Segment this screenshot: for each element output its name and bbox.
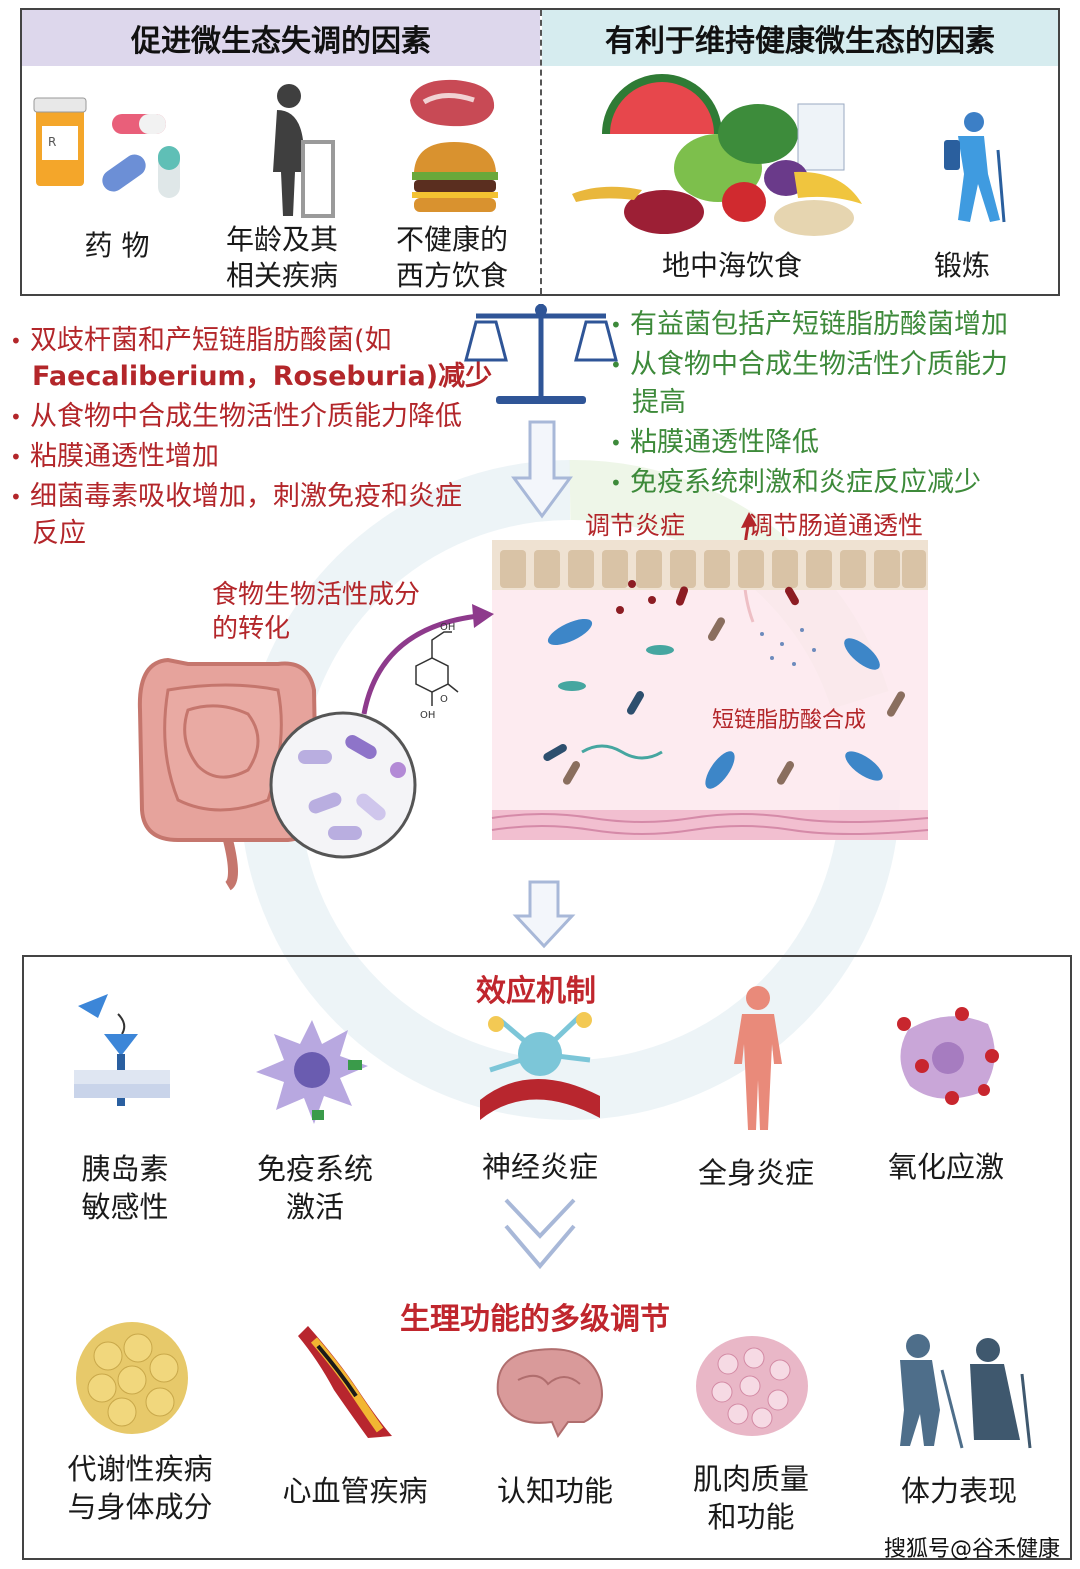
dysbiosis-effect-item-1-cont: Faecaliberium，Roseburia)减少 xyxy=(32,361,493,392)
elderly-person-icon xyxy=(273,84,335,218)
regulate-permeability-label: 调节肠道通透性 xyxy=(748,511,924,540)
healthy-effect-item-2: •从食物中合成生物活性介质能力 xyxy=(610,349,1008,380)
mediterranean-food-icon xyxy=(572,74,862,236)
healthy-effect-item-1: •有益菌包括产短链脂肪酸菌增加 xyxy=(610,309,1008,340)
neuroinflammation-label: 神经炎症 xyxy=(481,1150,598,1184)
bioactive-transformation-label: 食物生物活性成分 的转化 xyxy=(212,580,421,644)
systemic-inflammation-label: 全身炎症 xyxy=(697,1156,814,1190)
source-watermark: 搜狐号@谷禾健康 xyxy=(883,1537,1060,1562)
molecule-structure-icon: OH O OH xyxy=(415,622,459,721)
oh-label-2: OH xyxy=(420,710,435,721)
medicine-icon: R xyxy=(33,97,180,198)
svg-text:R: R xyxy=(48,135,56,149)
medicine-label: 药 物 xyxy=(84,229,150,262)
o-label: O xyxy=(440,694,448,705)
dysbiosis-effect-item-3: •粘膜通透性增加 xyxy=(10,441,219,472)
curved-arrow-icon xyxy=(361,604,494,715)
scfa-synthesis-label: 短链脂肪酸合成 xyxy=(712,708,867,733)
healthy-effect-item-2-cont: 提高 xyxy=(632,387,686,418)
muscle-mass-label: 肌肉质量 和功能 xyxy=(692,1462,809,1534)
steak-icon xyxy=(410,79,495,127)
insulin-sensitivity-label: 胰岛素 敏感性 xyxy=(81,1152,169,1224)
muscle-tissue-icon xyxy=(696,1336,808,1436)
hiker-icon xyxy=(944,112,1006,223)
oxidative-stress-label: 氧化应激 xyxy=(887,1150,1004,1184)
physiology-title: 生理功能的多级调节 xyxy=(400,1302,670,1337)
dysbiosis-factors-header: 促进微生态失调的因素 xyxy=(22,10,540,66)
effect-mechanism-title: 效应机制 xyxy=(476,974,596,1009)
oxidative-stress-icon xyxy=(897,1007,999,1105)
insulin-receptor-icon xyxy=(74,994,170,1106)
cardiovascular-disease-label: 心血管疾病 xyxy=(282,1474,428,1508)
active-elderly-icon xyxy=(900,1334,1032,1449)
gut-epithelium-illustration xyxy=(491,540,929,840)
healthy-factors-header: 有利于维持健康微生态的因素 xyxy=(542,10,1058,66)
mechanisms-panel xyxy=(22,955,1072,1560)
exercise-label: 锻炼 xyxy=(933,249,990,282)
western-diet-label: 不健康的 西方饮食 xyxy=(395,223,508,292)
bacteria-magnifier-icon xyxy=(269,711,417,859)
oh-label-1: OH xyxy=(440,622,455,633)
balance-scale-icon xyxy=(464,304,618,404)
factors-panel: 促进微生态失调的因素 有利于维持健康微生态的因素 R 药 物 年龄及其 相关疾病… xyxy=(20,8,1060,296)
cognitive-function-label: 认知功能 xyxy=(496,1474,613,1508)
immune-activation-label: 免疫系统 激活 xyxy=(256,1152,373,1224)
artery-plaque-icon xyxy=(298,1326,392,1438)
healthy-effect-item-4: •免疫系统刺激和炎症反应减少 xyxy=(610,467,981,498)
neuroinflammation-icon xyxy=(480,1012,600,1120)
burger-icon xyxy=(412,142,498,212)
down-arrow-3 xyxy=(504,1198,576,1270)
dysbiosis-effect-item-4-cont: 反应 xyxy=(32,518,86,549)
metabolic-disease-label: 代谢性疾病 与身体成分 xyxy=(67,1452,213,1524)
human-body-icon xyxy=(734,986,782,1130)
regulate-inflammation-label: 调节炎症 xyxy=(585,511,686,540)
mediterranean-diet-label: 地中海饮食 xyxy=(661,249,802,282)
dysbiosis-effect-item-2: •从食物中合成生物活性介质能力降低 xyxy=(10,401,462,432)
dysbiosis-effect-item-4: •细菌毒素吸收增加，刺激免疫和炎症 xyxy=(10,481,462,512)
age-label: 年龄及其 相关疾病 xyxy=(225,223,338,292)
fat-cells-icon xyxy=(76,1322,188,1434)
immune-cell-icon xyxy=(256,1020,368,1124)
panel-divider xyxy=(540,10,542,294)
down-arrow-1 xyxy=(511,420,573,519)
physical-performance-label: 体力表现 xyxy=(900,1474,1017,1508)
dysbiosis-effect-item-1: •双歧杆菌和产短链脂肪酸菌(如 xyxy=(10,325,392,356)
brain-icon xyxy=(496,1348,603,1439)
healthy-effect-item-3: •粘膜通透性降低 xyxy=(610,427,819,458)
down-arrow-2 xyxy=(512,880,576,949)
